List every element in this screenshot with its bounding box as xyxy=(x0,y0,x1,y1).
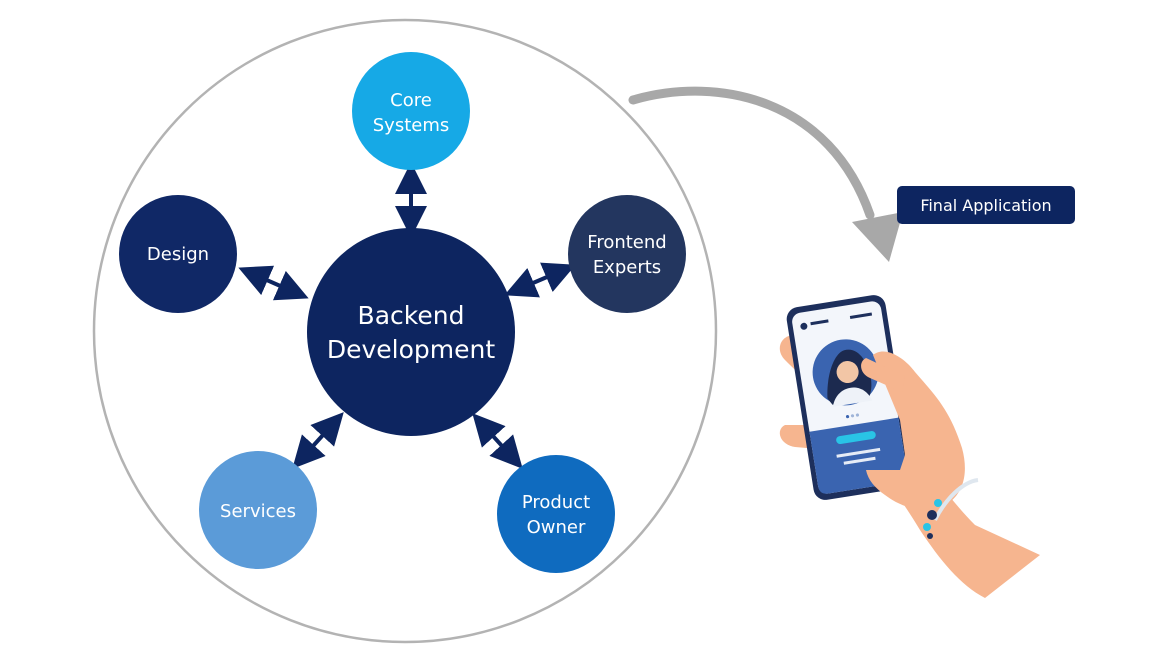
node-core-systems-line2: Systems xyxy=(373,115,450,136)
arrow-frontend-experts xyxy=(504,262,576,298)
outer-ring xyxy=(92,18,718,644)
connector-arrows xyxy=(238,162,576,469)
node-product-owner-line1: Product xyxy=(522,492,590,513)
node-backend-development-line1: Backend xyxy=(358,301,465,330)
final-application-badge: Final Application xyxy=(897,186,1075,224)
node-design-label: Design xyxy=(147,244,209,265)
node-services: Services xyxy=(199,451,317,569)
node-product-owner: Product Owner xyxy=(497,455,615,573)
node-frontend-experts-line1: Frontend xyxy=(587,232,666,253)
arrow-services xyxy=(292,412,344,469)
node-product-owner-line2: Owner xyxy=(527,517,586,538)
hand-front xyxy=(866,351,965,510)
index-finger xyxy=(861,358,905,392)
node-frontend-experts: Frontend Experts xyxy=(568,195,686,313)
node-frontend-experts-line2: Experts xyxy=(593,257,661,278)
phone-cta-pill xyxy=(836,431,876,445)
final-application-label: Final Application xyxy=(920,196,1051,215)
node-services-label: Services xyxy=(220,501,296,522)
node-backend-development-line2: Development xyxy=(327,335,495,364)
bracelet xyxy=(933,478,979,521)
hand-holding-phone-illustration xyxy=(779,295,1040,598)
node-core-systems-line1: Core xyxy=(390,90,432,111)
node-core-systems: Core Systems xyxy=(352,52,470,170)
node-design: Design xyxy=(119,195,237,313)
node-backend-development: Backend Development xyxy=(307,228,515,436)
curved-arrow-icon xyxy=(628,86,903,262)
arrow-product-owner xyxy=(472,413,523,469)
arrow-design xyxy=(238,265,309,301)
